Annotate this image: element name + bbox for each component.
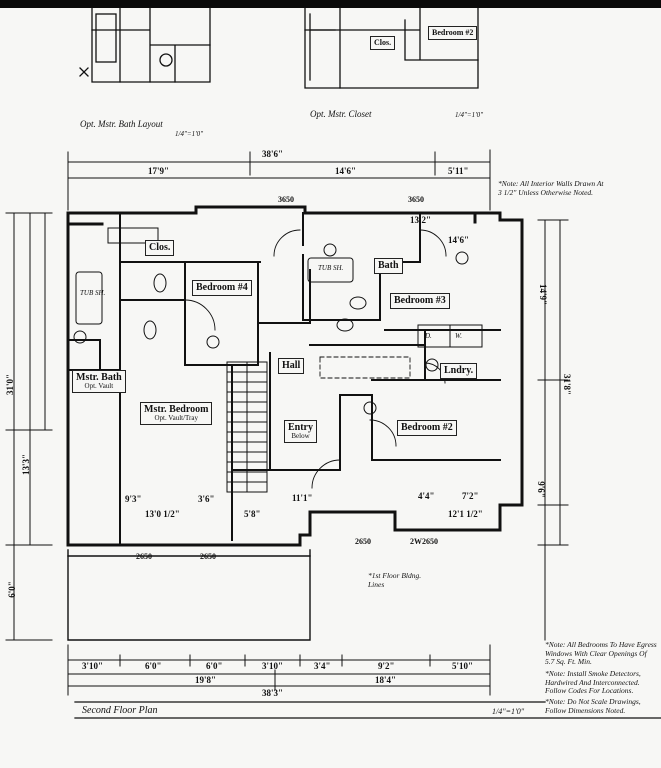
room-master-bedroom: Mstr. Bedroom Opt. Vault/Tray bbox=[140, 402, 213, 425]
note-smoke-detectors: *Note: Install Smoke Detectors, Hardwire… bbox=[545, 669, 641, 696]
side-dimension-lines bbox=[5, 212, 569, 641]
dim-bed2-4: 4'4" bbox=[418, 491, 435, 501]
window-callout-d: 2W2650 bbox=[410, 537, 438, 546]
dim-mstr-9: 9'3" bbox=[125, 494, 142, 504]
opt-bath-scale-label: 1/4"=1'0" bbox=[175, 130, 204, 138]
tub-right-label: TUB SH. bbox=[318, 264, 344, 272]
dim-bottom-right: 18'4" bbox=[375, 675, 396, 685]
entry-label: Entry bbox=[288, 422, 313, 433]
washer-label: W. bbox=[455, 332, 462, 340]
dim-overall-top: 38'6" bbox=[262, 149, 283, 159]
dim-center-11: 11'1" bbox=[292, 493, 313, 503]
opt-closet-bedroom2-label: Bedroom #2 bbox=[428, 26, 478, 40]
room-entry-below: Entry Below bbox=[284, 420, 317, 443]
first-floor-building-lines bbox=[67, 549, 311, 641]
room-bedroom-3: Bedroom #3 bbox=[390, 293, 450, 309]
exterior-walls bbox=[66, 205, 524, 547]
dim-bedroom3-width: 13'2" bbox=[410, 215, 431, 225]
dim-center-5: 5'8" bbox=[244, 509, 261, 519]
dim-mstr-3: 3'6" bbox=[198, 494, 215, 504]
dim-top-mid: 14'6" bbox=[335, 166, 356, 176]
dim-right-overall: 31'8" bbox=[562, 374, 572, 395]
fixtures bbox=[75, 227, 483, 348]
dim-overall-bottom: 38'3" bbox=[262, 688, 283, 698]
dim-right-2: 14'9" bbox=[538, 284, 548, 305]
dryer-label: D. bbox=[425, 332, 432, 340]
window-callout-f: 3650 bbox=[408, 195, 424, 204]
dim-top-right: 5'11" bbox=[448, 166, 469, 176]
bottom-dimension-lines bbox=[67, 644, 491, 696]
stairs bbox=[226, 361, 268, 493]
room-hall: Hall bbox=[278, 358, 305, 374]
note-first-floor-lines: *1st Floor Bldng. Lines bbox=[368, 571, 422, 589]
dim-bed2-width: 12'1 1/2" bbox=[448, 509, 483, 519]
opt-closet-clos-label: Clos. bbox=[370, 36, 396, 50]
room-master-bath: Mstr. Bath Opt. Vault bbox=[72, 370, 126, 393]
dim-left-2: 13'3" bbox=[21, 454, 31, 475]
dim-seg-5: 3'4" bbox=[314, 661, 331, 671]
plan-scale: 1/4"=1'0" bbox=[492, 707, 525, 716]
master-bedroom-label: Mstr. Bedroom bbox=[144, 404, 209, 415]
dim-seg-1: 3'10" bbox=[82, 661, 103, 671]
dim-seg-4: 3'10" bbox=[262, 661, 283, 671]
room-bedroom-4: Bedroom #4 bbox=[192, 280, 252, 296]
master-bath-sublabel: Opt. Vault bbox=[84, 382, 114, 390]
opt-closet-sketch bbox=[304, 7, 479, 89]
room-bath: Bath bbox=[374, 258, 403, 274]
dim-seg-3: 6'0" bbox=[206, 661, 223, 671]
room-laundry: Lndry. bbox=[440, 363, 478, 379]
dim-top-left: 17'9" bbox=[148, 166, 169, 176]
window-callout-c: 2650 bbox=[355, 537, 371, 546]
dim-mstr-width: 13'0 1/2" bbox=[145, 509, 180, 519]
dim-left-3: 6'0" bbox=[6, 581, 17, 598]
dim-seg-7: 5'10" bbox=[452, 661, 473, 671]
dim-bed2-7: 7'2" bbox=[462, 491, 479, 501]
entry-sublabel: Below bbox=[291, 432, 310, 440]
opt-closet-label: Opt. Mstr. Closet bbox=[310, 109, 372, 119]
dim-bottom-left: 19'8" bbox=[195, 675, 216, 685]
opt-bath-layout-label: Opt. Mstr. Bath Layout bbox=[80, 119, 163, 129]
top-dimension-lines bbox=[67, 149, 491, 211]
note-interior-walls: *Note: All Interior Walls Drawn At 3 1/2… bbox=[498, 179, 604, 197]
window-callout-a: 2650 bbox=[136, 552, 152, 561]
hall-dashed-outline bbox=[319, 356, 411, 379]
room-bedroom-2: Bedroom #2 bbox=[397, 420, 457, 436]
note-egress: *Note: All Bedrooms To Have Egress Windo… bbox=[545, 640, 657, 667]
master-bedroom-sublabel: Opt. Vault/Tray bbox=[154, 414, 198, 422]
dim-left-overall: 31'0" bbox=[5, 374, 15, 395]
door-swings bbox=[184, 229, 447, 489]
tub-left-label: TUB SH. bbox=[80, 289, 106, 297]
dim-seg-2: 6'0" bbox=[145, 661, 162, 671]
window-callout-e: 3650 bbox=[278, 195, 294, 204]
master-bath-label: Mstr. Bath bbox=[76, 372, 122, 383]
scan-top-border bbox=[0, 0, 661, 8]
room-closet: Clos. bbox=[145, 240, 175, 256]
dim-seg-6: 9'2" bbox=[378, 661, 395, 671]
window-callout-b: 2650 bbox=[200, 552, 216, 561]
dim-right-3: 9'6" bbox=[535, 481, 546, 498]
plan-title: Second Floor Plan bbox=[82, 705, 158, 716]
smoke-detector-symbols bbox=[73, 243, 469, 415]
opt-bath-layout-sketch bbox=[79, 7, 211, 83]
title-block-lines bbox=[74, 701, 661, 719]
dim-bedroom3-w2: 14'6" bbox=[448, 235, 469, 245]
note-do-not-scale: *Note: Do Not Scale Drawings, Follow Dim… bbox=[545, 697, 641, 715]
opt-closet-scale-label: 1/4"=1'0" bbox=[455, 111, 484, 119]
